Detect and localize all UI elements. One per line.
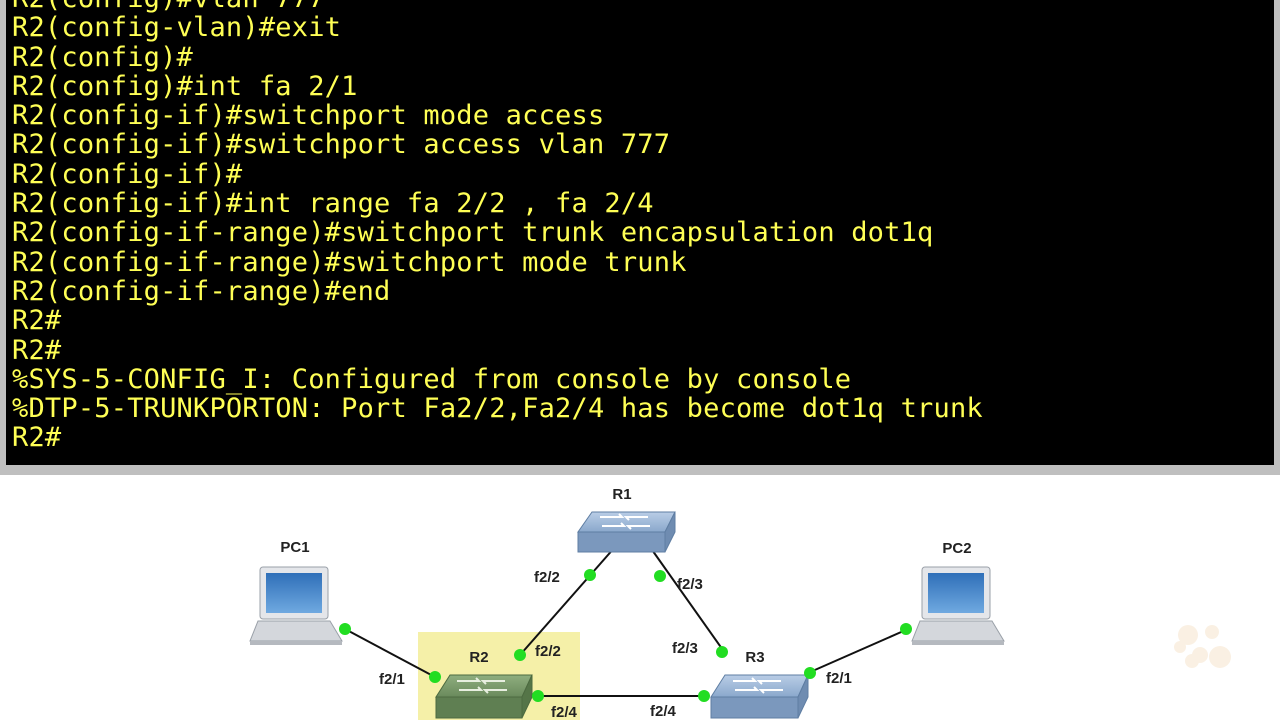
switch-icon[interactable] — [435, 674, 533, 719]
topology-canvas: R1 R2 R3 PC1 — [249, 486, 1231, 720]
node-label-pc2: PC2 — [942, 540, 971, 557]
link-r3-pc2 — [807, 628, 909, 674]
laptop-icon[interactable] — [249, 566, 343, 645]
terminal-line: R2(config)# — [12, 41, 194, 73]
terminal-line: R2(config-if-range)#end — [12, 275, 391, 307]
port-label-r3-r1: f2/3 — [672, 640, 698, 657]
dots-logo-icon — [1174, 625, 1231, 668]
node-label-pc1: PC1 — [280, 539, 309, 556]
switch-icon[interactable] — [710, 674, 809, 719]
terminal-line: R2(config-if)#switchport mode access — [12, 100, 605, 132]
terminal-line: R2(config-if)#int range fa 2/2 , fa 2/4 — [12, 188, 654, 220]
terminal-line: %SYS-5-CONFIG_I: Configured from console… — [12, 363, 852, 395]
terminal-line: R2(config)#vlan 777 — [12, 0, 983, 13]
port-label-r2-pc1: f2/1 — [379, 671, 405, 688]
terminal-line: R2(config-if)# — [12, 158, 243, 190]
network-topology: R1 R2 R3 PC1 — [0, 475, 1280, 720]
link-r2-r1 — [519, 546, 616, 656]
terminal-line: R2(config-vlan)#exit — [12, 12, 342, 44]
port-label-r2-r1: f2/2 — [535, 643, 561, 660]
terminal-line: R2# — [12, 305, 62, 337]
terminal-line: R2(config-if)#switchport access vlan 777 — [12, 129, 671, 161]
link-status-indicators — [339, 569, 912, 702]
port-label-r3-r2: f2/4 — [650, 703, 677, 720]
node-label-r3: R3 — [745, 649, 764, 666]
link-r1-r3 — [649, 546, 726, 654]
terminal-window[interactable]: R2(config)#vlan 777 R2(config-vlan)#exit… — [0, 0, 1280, 475]
terminal-screen[interactable]: R2(config)#vlan 777 R2(config-vlan)#exit… — [6, 0, 1274, 465]
terminal-line: R2(config-if-range)#switchport trunk enc… — [12, 217, 934, 249]
terminal-line: %DTP-5-TRUNKPORTON: Port Fa2/2,Fa2/4 has… — [12, 393, 983, 425]
port-label-r1-r3: f2/3 — [677, 576, 703, 593]
terminal-prompt[interactable]: R2# — [12, 422, 62, 454]
port-label-r3-pc2: f2/1 — [826, 670, 852, 687]
terminal-line: R2# — [12, 334, 62, 366]
link-pc1-r2 — [344, 628, 436, 678]
port-label-r1-r2: f2/2 — [534, 569, 560, 586]
laptop-icon[interactable] — [911, 566, 1005, 645]
port-label-r2-r3: f2/4 — [551, 704, 578, 720]
node-label-r1: R1 — [612, 486, 631, 503]
switch-icon[interactable] — [577, 511, 676, 553]
node-label-r2: R2 — [469, 649, 488, 666]
terminal-line: R2(config-if-range)#switchport mode trun… — [12, 246, 687, 278]
terminal-line: R2(config)#int fa 2/1 — [12, 70, 358, 102]
terminal-output: R2(config)#vlan 777 R2(config-vlan)#exit… — [12, 0, 983, 453]
